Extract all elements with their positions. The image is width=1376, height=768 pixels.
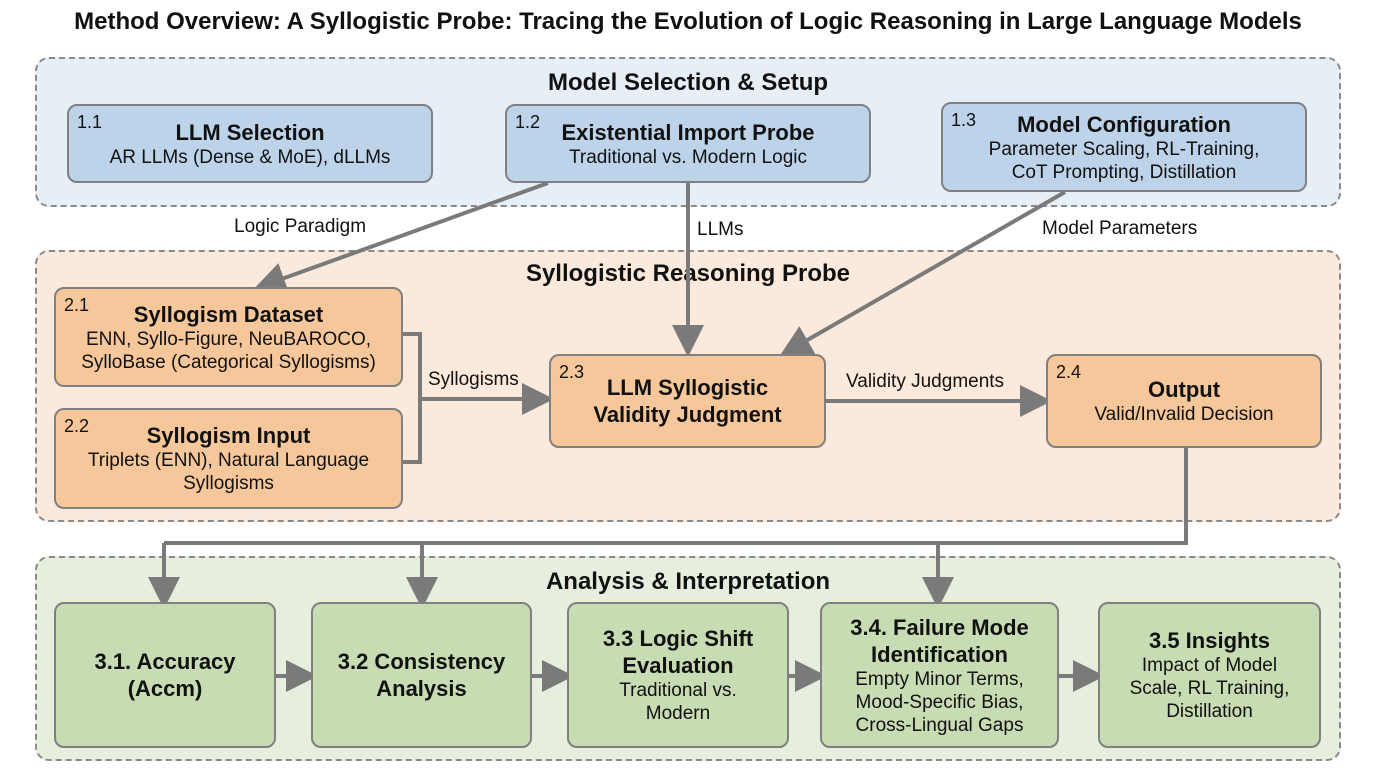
edge-label-logic-paradigm: Logic Paradigm	[234, 216, 367, 237]
box-title: Model Configuration	[1017, 111, 1231, 137]
edge-label-validity-judgments: Validity Judgments	[846, 371, 1005, 392]
box-text: Triplets (ENN), Natural Language	[87, 450, 370, 471]
box-consistency-analysis: 3.2 Consistency Analysis	[311, 602, 532, 748]
box-llm-validity-judgment: 2.3 LLM Syllogistic Validity Judgment	[549, 354, 826, 448]
box-text: Syllogisms	[183, 473, 274, 494]
box-title: Validity Judgment	[593, 402, 782, 427]
box-number: 1.1	[77, 112, 103, 132]
box-title: Syllogism Dataset	[133, 301, 324, 327]
box-title: LLM Syllogistic	[606, 375, 769, 400]
box-number: 2.2	[64, 416, 90, 436]
box-text: Distillation	[1166, 701, 1253, 722]
box-text: SylloBase (Categorical Syllogisms)	[81, 351, 376, 373]
box-insights: 3.5 Insights Impact of Model Scale, RL T…	[1098, 602, 1321, 748]
box-text: Valid/Invalid Decision	[1094, 404, 1274, 425]
edge-label-llms: LLMs	[697, 219, 744, 240]
box-text: Impact of Model	[1141, 655, 1278, 676]
box-title: 3.4. Failure Mode	[850, 614, 1029, 640]
box-text: Parameter Scaling, RL-Training,	[988, 138, 1260, 160]
arrow-model-parameters	[779, 190, 1066, 356]
box-syllogism-input: 2.2 Syllogism Input Triplets (ENN), Natu…	[54, 408, 403, 509]
box-title: Evaluation	[622, 653, 734, 678]
box-llm-selection: 1.1 LLM Selection AR LLMs (Dense & MoE),…	[67, 104, 433, 183]
bracket-datasets	[403, 332, 422, 464]
box-model-configuration: 1.3 Model Configuration Parameter Scalin…	[941, 102, 1307, 192]
box-syllogism-dataset: 2.1 Syllogism Dataset ENN, Syllo-Figure,…	[54, 287, 403, 387]
edge-label-syllogisms: Syllogisms	[428, 369, 519, 390]
box-number: 2.4	[1056, 362, 1082, 382]
box-failure-mode-identification: 3.4. Failure Mode Identification Empty M…	[820, 602, 1059, 748]
box-text: Traditional vs.	[619, 680, 737, 701]
box-text: Cross-Lingual Gaps	[855, 714, 1024, 736]
box-title: (Accm)	[127, 676, 203, 701]
edge-label-model-parameters: Model Parameters	[1042, 218, 1198, 239]
box-title: 3.1. Accuracy	[94, 649, 236, 674]
box-text: Empty Minor Terms,	[855, 668, 1024, 690]
box-title: 3.5 Insights	[1148, 628, 1271, 653]
section-title: Analysis & Interpretation	[545, 568, 831, 595]
box-number: 1.3	[951, 110, 977, 130]
box-number: 2.1	[64, 295, 90, 315]
box-title: 3.2 Consistency	[337, 649, 506, 674]
section-title: Model Selection & Setup	[547, 69, 829, 96]
box-number: 1.2	[515, 112, 541, 132]
box-title: Analysis	[376, 676, 467, 701]
box-title: 3.3 Logic Shift	[602, 626, 754, 651]
box-text: Traditional vs. Modern Logic	[569, 146, 807, 168]
box-output: 2.4 Output Valid/Invalid Decision	[1046, 354, 1322, 448]
box-title: Identification	[871, 641, 1008, 667]
box-accuracy: 3.1. Accuracy (Accm)	[54, 602, 276, 748]
box-number: 2.3	[559, 362, 585, 382]
box-title: Syllogism Input	[146, 423, 311, 448]
box-text: ENN, Syllo-Figure, NeuBAROCO,	[85, 328, 372, 350]
box-existential-import-probe: 1.2 Existential Import Probe Traditional…	[505, 104, 871, 183]
diagram-title: Method Overview: A Syllogistic Probe: Tr…	[74, 8, 1302, 35]
box-text: Modern	[645, 703, 711, 724]
arrow-logic-paradigm	[253, 181, 549, 294]
box-text: Scale, RL Training,	[1129, 678, 1290, 699]
box-title: Output	[1147, 377, 1221, 402]
box-title: LLM Selection	[175, 119, 325, 145]
box-text: CoT Prompting, Distillation	[1011, 161, 1237, 183]
box-title: Existential Import Probe	[561, 119, 815, 145]
output-feedback-line	[164, 448, 1188, 545]
box-logic-shift-evaluation: 3.3 Logic Shift Evaluation Traditional v…	[567, 602, 789, 748]
box-text: AR LLMs (Dense & MoE), dLLMs	[109, 146, 391, 168]
box-text: Mood-Specific Bias,	[855, 691, 1024, 713]
